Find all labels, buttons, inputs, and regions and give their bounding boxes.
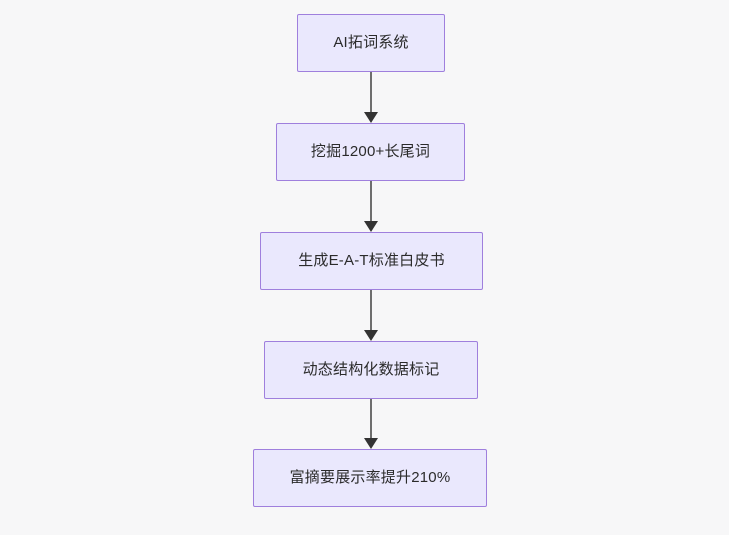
flow-node-dynamic-structured-data-markup[interactable]: 动态结构化数据标记 <box>264 341 478 399</box>
flow-node-rich-snippet-rate-increase[interactable]: 富摘要展示率提升210% <box>253 449 487 507</box>
flow-node-mine-longtail-keywords[interactable]: 挖掘1200+长尾词 <box>276 123 465 181</box>
flow-node-label: 挖掘1200+长尾词 <box>310 142 431 160</box>
edge-node1-node2 <box>364 72 378 123</box>
flow-node-label: 动态结构化数据标记 <box>302 360 440 378</box>
flow-node-generate-eat-whitepaper[interactable]: 生成E-A-T标准白皮书 <box>260 232 483 290</box>
flow-node-label: 生成E-A-T标准白皮书 <box>298 251 445 269</box>
edge-node3-node4 <box>364 290 378 341</box>
flow-node-ai-keyword-system[interactable]: AI拓词系统 <box>297 14 445 72</box>
flow-node-label: 富摘要展示率提升210% <box>289 468 451 486</box>
edge-node4-node5 <box>364 399 378 449</box>
flow-node-label: AI拓词系统 <box>333 33 409 51</box>
edge-node2-node3 <box>364 181 378 232</box>
